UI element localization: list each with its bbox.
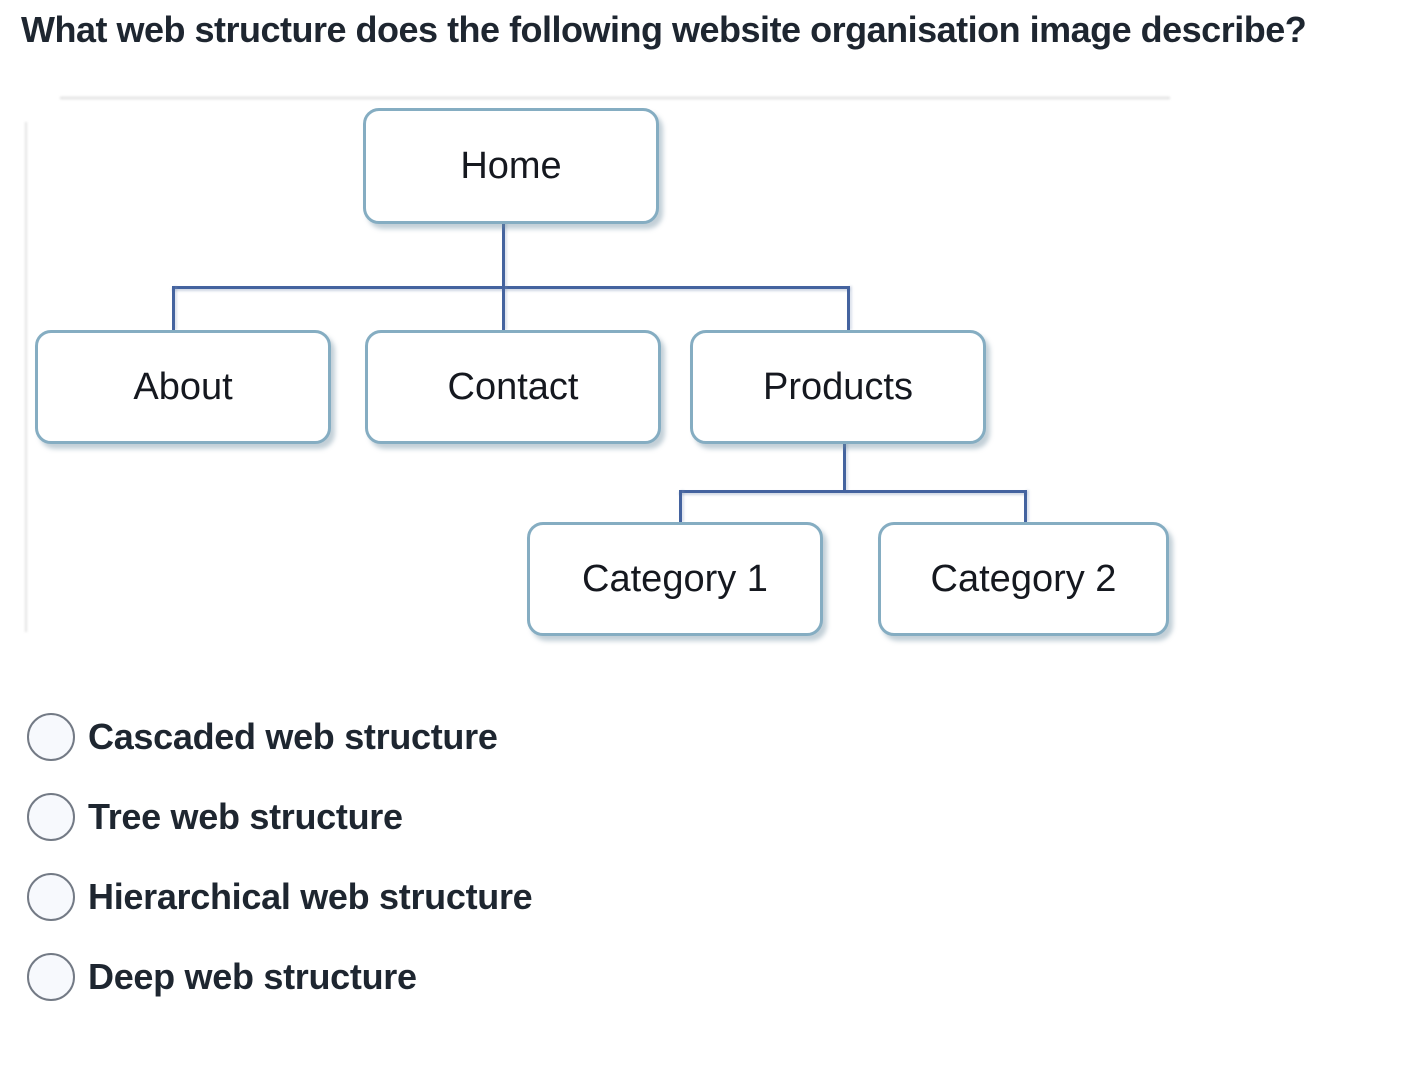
diagram-node-label: Products	[763, 365, 913, 408]
option-hierarchical-web-structure[interactable]: Hierarchical web structure	[27, 873, 533, 921]
diagram-node-label: Contact	[447, 365, 579, 408]
answer-options: Cascaded web structure Tree web structur…	[27, 713, 533, 1001]
option-deep-web-structure[interactable]: Deep web structure	[27, 953, 532, 1001]
option-label: Tree web structure	[88, 796, 403, 837]
connector-drop-products	[847, 286, 850, 330]
diagram-node-about: About	[35, 330, 331, 444]
diagram-node-category2: Category 2	[878, 522, 1169, 636]
connector-drop-about	[172, 286, 175, 330]
site-structure-diagram: Home About Contact Products Category 1 C…	[25, 97, 1170, 640]
connector-home-down	[502, 218, 505, 286]
diagram-node-label: Home	[460, 144, 562, 187]
connector-drop-contact	[502, 286, 505, 330]
connector-level1-horizontal	[172, 286, 850, 289]
connector-drop-category1	[679, 490, 682, 522]
diagram-node-contact: Contact	[365, 330, 661, 444]
connector-drop-category2	[1024, 490, 1027, 522]
option-label: Cascaded web structure	[88, 716, 498, 757]
option-label: Hierarchical web structure	[88, 876, 533, 917]
question-title: What web structure does the following we…	[21, 9, 1307, 50]
diagram-node-category1: Category 1	[527, 522, 823, 636]
connector-products-down	[843, 438, 846, 492]
radio-button-icon[interactable]	[27, 953, 75, 1001]
radio-button-icon[interactable]	[27, 713, 75, 761]
option-cascaded-web-structure[interactable]: Cascaded web structure	[27, 713, 532, 761]
option-tree-web-structure[interactable]: Tree web structure	[27, 793, 532, 841]
radio-button-icon[interactable]	[27, 873, 75, 921]
diagram-node-home: Home	[363, 108, 659, 224]
option-label: Deep web structure	[88, 956, 417, 997]
diagram-node-label: Category 1	[582, 557, 768, 600]
diagram-node-label: Category 2	[930, 557, 1117, 600]
radio-button-icon[interactable]	[27, 793, 75, 841]
diagram-node-label: About	[133, 365, 233, 408]
connector-level2-horizontal	[679, 490, 1027, 493]
diagram-node-products: Products	[690, 330, 986, 444]
